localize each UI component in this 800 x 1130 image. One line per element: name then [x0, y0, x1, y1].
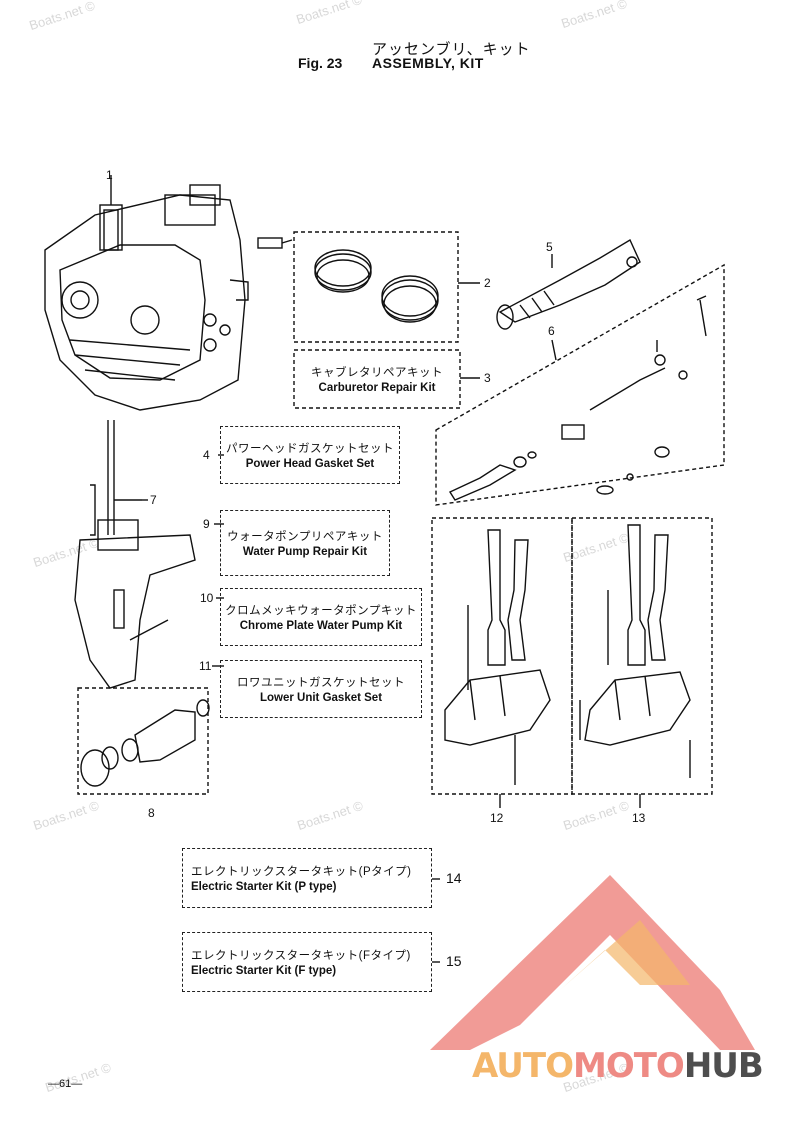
callout-9: 9 [203, 517, 210, 531]
lower-unit [74, 420, 196, 689]
water-pump-kit-jp: ウォータポンプリペアキット [227, 531, 383, 543]
starter-kit-f-en: Electric Starter Kit (F type) [191, 965, 337, 977]
chrome-pump-kit-en: Chrome Plate Water Pump Kit [239, 620, 403, 632]
midsection-kits [431, 517, 713, 808]
water-pump-kit-en: Water Pump Repair Kit [242, 546, 368, 558]
starter-kit-f-jp: エレクトリックスタータキット(Fタイプ) [191, 950, 411, 962]
piston-rings [293, 231, 480, 343]
power-head-kit-jp: パワーヘッドガスケットセット [226, 443, 394, 455]
lower-unit-kit-jp: ロワユニットガスケットセット [237, 677, 405, 689]
starter-kit-f-box: エレクトリックスタータキット(Fタイプ) Electric Starter Ki… [182, 932, 432, 992]
callout-11: 11 [199, 659, 212, 673]
autmotohub-logo-mark [430, 875, 755, 1050]
logo-part-auto: AUTO [472, 1046, 574, 1086]
carburetor-kit-en: Carburetor Repair Kit [318, 382, 436, 394]
lower-unit-gasket-box: ロワユニットガスケットセット Lower Unit Gasket Set [220, 660, 422, 718]
starter-kit-p-en: Electric Starter Kit (P type) [191, 881, 337, 893]
callout-8: 8 [148, 806, 155, 820]
title-japanese: アッセンブリ、キット [372, 41, 531, 58]
callout-2: 2 [484, 276, 491, 290]
page-number: —61— [48, 1078, 83, 1090]
power-head-kit-en: Power Head Gasket Set [245, 458, 375, 470]
callout-3: 3 [484, 371, 491, 385]
starter-kit-p-jp: エレクトリックスタータキット(Pタイプ) [191, 866, 412, 878]
chrome-pump-kit-jp: クロムメッキウォータポンプキット [225, 605, 417, 617]
tiller-handle [496, 238, 641, 330]
power-head-gasket-box: パワーヘッドガスケットセット Power Head Gasket Set [220, 426, 400, 484]
sensor-part [257, 237, 293, 249]
callout-10: 10 [200, 591, 214, 605]
callout-13: 13 [632, 811, 646, 825]
title-english: ASSEMBLY, KIT [372, 55, 484, 71]
powerhead-assembly [44, 175, 249, 411]
callout-7: 7 [150, 493, 157, 507]
chrome-pump-kit-box: クロムメッキウォータポンプキット Chrome Plate Water Pump… [220, 588, 422, 646]
carburetor-kit-jp: キャブレタリペアキット [311, 367, 443, 379]
gearcase-kit [77, 687, 210, 795]
callout-1: 1 [106, 168, 113, 182]
water-pump-kit-box: ウォータポンプリペアキット Water Pump Repair Kit [220, 510, 390, 576]
figure-number: Fig. 23 [298, 55, 343, 71]
tiller-kit [435, 263, 725, 506]
callout-15: 15 [446, 953, 462, 969]
starter-kit-p-box: エレクトリックスタータキット(Pタイプ) Electric Starter Ki… [182, 848, 432, 908]
lower-unit-kit-en: Lower Unit Gasket Set [259, 692, 383, 704]
logo-part-moto: MOTO [572, 1046, 685, 1086]
callout-12: 12 [490, 811, 504, 825]
logo-part-hub: HUB [683, 1046, 764, 1086]
logo-wordmark: AUTOMOTOHUB [472, 1046, 764, 1086]
carburetor-repair-kit-box: キャブレタリペアキット Carburetor Repair Kit [296, 352, 458, 406]
callout-4: 4 [203, 448, 210, 462]
callout-5: 5 [546, 240, 553, 254]
callout-6: 6 [548, 324, 555, 338]
callout-14: 14 [446, 870, 462, 886]
